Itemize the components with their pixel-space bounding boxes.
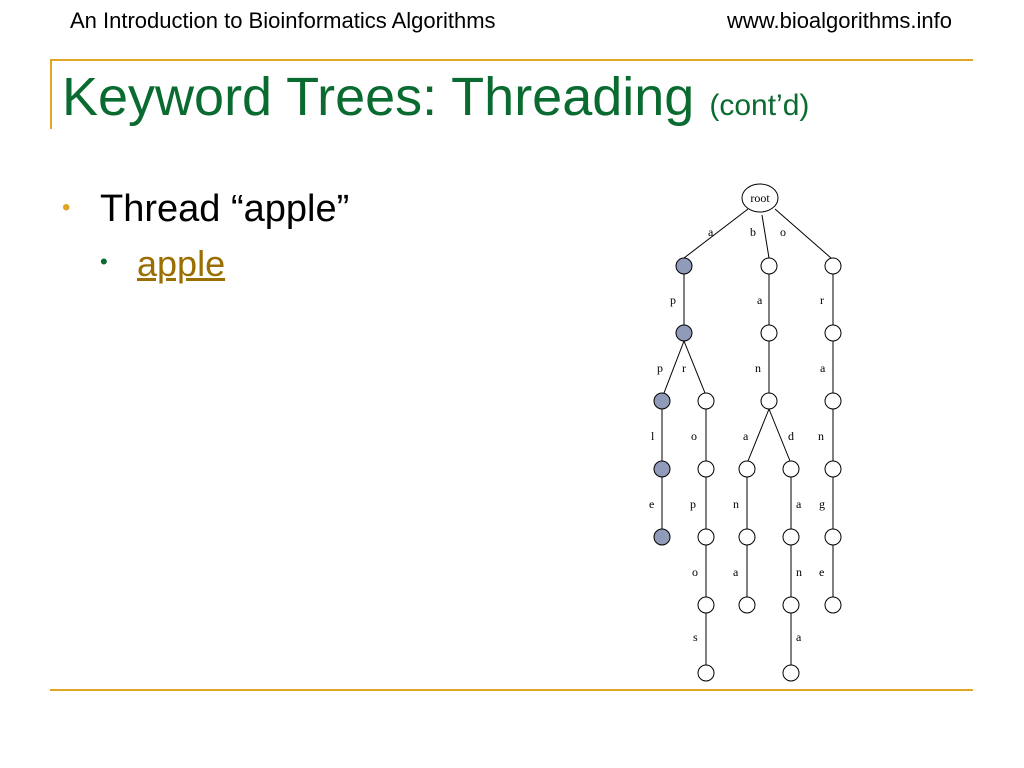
header-website: www.bioalgorithms.info: [727, 8, 952, 33]
tree-node: [697, 392, 715, 410]
footer-accent-rule: [50, 689, 973, 691]
edge-label: p: [690, 497, 696, 511]
edge-label: n: [818, 429, 824, 443]
bullet-level2: • apple: [62, 243, 349, 285]
slide-title-sub: (cont’d): [709, 89, 810, 122]
tree-node: [824, 528, 842, 546]
bullet-list: • Thread “apple” • apple: [62, 188, 349, 285]
tree-node: [782, 460, 800, 478]
threaded-node: [675, 324, 693, 342]
edge-label: a: [743, 429, 749, 443]
edge-label: a: [733, 565, 739, 579]
tree-node: [760, 257, 778, 275]
tree-edges: [661, 208, 834, 665]
edge-label: o: [692, 565, 698, 579]
title-accent-vertical-rule: [50, 59, 52, 129]
tree-nodes: root: [653, 183, 842, 682]
apple-link[interactable]: apple: [137, 243, 226, 284]
edge-label: a: [796, 497, 802, 511]
edge-label: o: [691, 429, 697, 443]
threaded-node: [653, 528, 671, 546]
bullet-dot-icon: •: [62, 194, 71, 221]
edge-label: a: [796, 630, 802, 644]
tree-node: [760, 392, 778, 410]
edge-label: r: [682, 361, 686, 375]
tree-node: [738, 596, 756, 614]
bullet-dot-icon: •: [100, 249, 108, 274]
edge-label: a: [757, 293, 763, 307]
tree-node: [697, 528, 715, 546]
threaded-node: [675, 257, 693, 275]
tree-node: [697, 664, 715, 682]
threaded-node: [653, 460, 671, 478]
title-accent-top-rule: [50, 59, 973, 61]
edge-label: b: [750, 225, 756, 239]
edge-label: d: [788, 429, 794, 443]
tree-node: [824, 257, 842, 275]
tree-node: [782, 528, 800, 546]
tree-node: [782, 664, 800, 682]
tree-edge-labels: a b o p a r p r n a l o a d n e p n a g …: [649, 225, 826, 644]
tree-node: [738, 528, 756, 546]
edge-label: p: [670, 293, 676, 307]
edge-label: p: [657, 361, 663, 375]
edge-label: r: [820, 293, 824, 307]
tree-node: [824, 596, 842, 614]
tree-node: [697, 460, 715, 478]
slide-title: Keyword Trees: Threading (cont’d): [62, 66, 809, 128]
edge-label: a: [820, 361, 826, 375]
bullet-level1: • Thread “apple”: [62, 188, 349, 231]
tree-node: [760, 324, 778, 342]
threaded-node: [653, 392, 671, 410]
tree-node: [824, 460, 842, 478]
bullet-level1-text: Thread “apple”: [100, 188, 350, 230]
edge-label: n: [733, 497, 739, 511]
edge-label: n: [796, 565, 802, 579]
header-course-title: An Introduction to Bioinformatics Algori…: [70, 8, 496, 33]
edge-label: s: [693, 630, 698, 644]
tree-node: [738, 460, 756, 478]
root-node: [741, 183, 779, 213]
edge-label: e: [649, 497, 654, 511]
tree-node: [824, 324, 842, 342]
tree-node: [697, 596, 715, 614]
edge-label: o: [780, 225, 786, 239]
edge-label: g: [819, 497, 825, 511]
edge-label: n: [755, 361, 761, 375]
tree-node: [782, 596, 800, 614]
root-node-label: root: [750, 191, 770, 205]
edge-label: l: [651, 429, 655, 443]
edge-label: e: [819, 565, 824, 579]
edge-label: a: [708, 225, 714, 239]
slide-title-main: Keyword Trees: Threading: [62, 67, 695, 127]
tree-node: [824, 392, 842, 410]
